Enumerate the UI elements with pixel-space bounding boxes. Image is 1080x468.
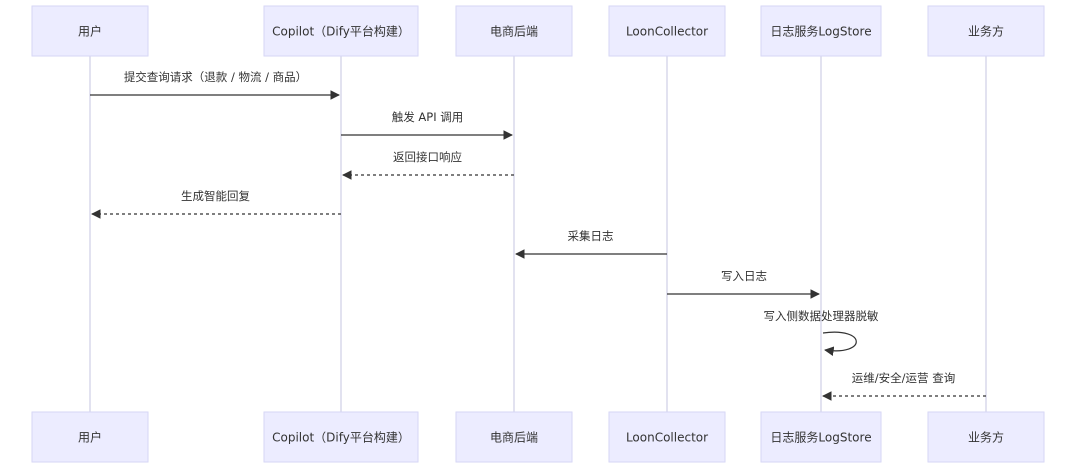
participant-user-top: 用户 [31, 5, 149, 57]
message-6: 写入日志 [667, 269, 820, 299]
participant-box [263, 411, 419, 463]
message-label: 生成智能回复 [181, 189, 250, 203]
participant-box [455, 5, 573, 57]
participant-box [927, 5, 1045, 57]
participant-logstore-top: 日志服务LogStore [760, 5, 882, 57]
message-label: 提交查询请求（退款 / 物流 / 商品） [124, 70, 307, 84]
participant-loon-top: LoonCollector [608, 5, 726, 57]
message-7: 写入侧数据处理器脱敏 [764, 309, 879, 356]
participant-label: Copilot（Dify平台构建） [272, 430, 410, 445]
participant-box [31, 5, 149, 57]
message-3: 返回接口响应 [342, 150, 514, 180]
message-label: 采集日志 [568, 229, 614, 243]
participant-label: LoonCollector [626, 25, 708, 39]
participant-box [608, 5, 726, 57]
participant-label: 日志服务LogStore [770, 24, 871, 39]
message-label: 运维/安全/运营 查询 [852, 371, 955, 385]
participant-copilot-bottom: Copilot（Dify平台构建） [263, 411, 419, 463]
participant-label: 业务方 [968, 24, 1004, 39]
participant-box [760, 411, 882, 463]
participant-box [927, 411, 1045, 463]
message-8: 运维/安全/运营 查询 [822, 371, 986, 401]
participant-biz-top: 业务方 [927, 5, 1045, 57]
participant-label: 用户 [78, 24, 102, 39]
participant-box [263, 5, 419, 57]
participant-copilot-top: Copilot（Dify平台构建） [263, 5, 419, 57]
participant-biz-bottom: 业务方 [927, 411, 1045, 463]
message-label: 返回接口响应 [393, 150, 462, 164]
participant-label: 用户 [78, 430, 102, 445]
message-2: 触发 API 调用 [341, 110, 513, 140]
participant-label: Copilot（Dify平台构建） [272, 24, 410, 39]
participant-loon-bottom: LoonCollector [608, 411, 726, 463]
message-5: 采集日志 [515, 229, 667, 259]
message-label: 写入日志 [721, 269, 767, 283]
message-label: 写入侧数据处理器脱敏 [764, 309, 879, 323]
participant-box [455, 411, 573, 463]
message-4: 生成智能回复 [91, 189, 341, 219]
message-label: 触发 API 调用 [392, 110, 464, 124]
participant-box [31, 411, 149, 463]
participant-label: LoonCollector [626, 431, 708, 445]
participant-user-bottom: 用户 [31, 411, 149, 463]
participant-label: 电商后端 [490, 24, 538, 39]
participant-logstore-bottom: 日志服务LogStore [760, 411, 882, 463]
participant-box [760, 5, 882, 57]
message-arrow [822, 331, 857, 356]
message-1: 提交查询请求（退款 / 物流 / 商品） [90, 70, 340, 100]
participant-label: 日志服务LogStore [770, 430, 871, 445]
participant-box [608, 411, 726, 463]
participant-label: 业务方 [968, 430, 1004, 445]
participant-label: 电商后端 [490, 430, 538, 445]
participant-backend-bottom: 电商后端 [455, 411, 573, 463]
participant-backend-top: 电商后端 [455, 5, 573, 57]
